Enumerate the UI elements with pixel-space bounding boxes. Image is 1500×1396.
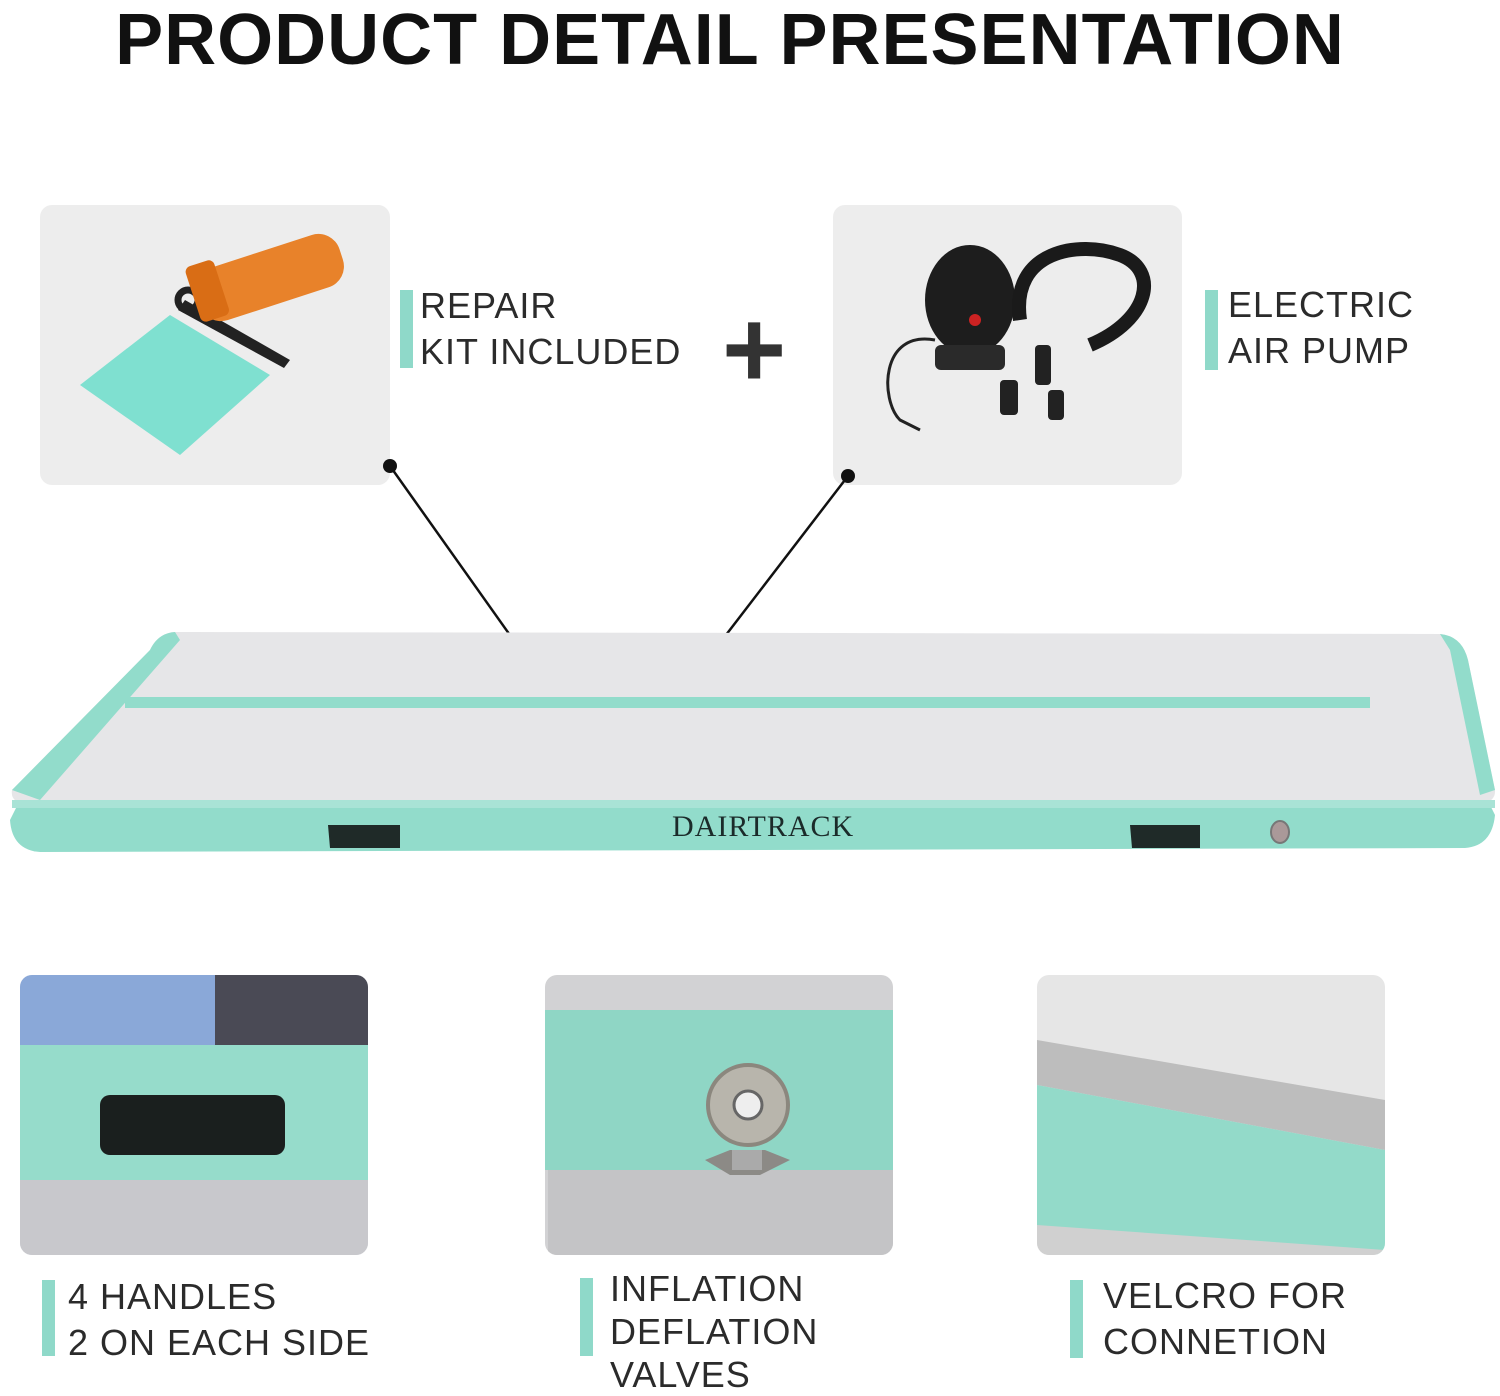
repair-kit-label: REPAIR KIT INCLUDED [420,283,681,375]
air-track-mat-image [10,632,1496,852]
valve-icon [1270,820,1290,844]
electric-pump-image [886,242,1151,432]
accent-bar [580,1278,593,1356]
label-line: VALVES [610,1354,751,1395]
handles-label: 4 HANDLES 2 ON EACH SIDE [68,1274,370,1366]
label-line: KIT INCLUDED [420,331,682,372]
velcro-label: VELCRO FOR CONNETION [1103,1273,1347,1365]
brand-name: DAIRTRACK [672,810,855,843]
air-pump-label: ELECTRIC AIR PUMP [1228,282,1414,374]
label-line: INFLATION [610,1268,805,1309]
label-line: DEFLATION [610,1311,819,1352]
accent-bar [42,1280,55,1356]
accent-bar [400,290,413,368]
accent-bar [1070,1280,1083,1358]
plus-icon: + [722,288,787,411]
handles-closeup-panel [20,975,368,1255]
page-title: PRODUCT DETAIL PRESENTATION [115,0,1345,80]
valves-label: INFLATION DEFLATION VALVES [610,1267,818,1396]
handle-right-icon [1130,825,1200,848]
repair-kit-panel [40,205,390,485]
label-line: REPAIR [420,285,558,326]
label-line: 2 ON EACH SIDE [68,1322,371,1363]
label-line: AIR PUMP [1228,330,1411,371]
handle-left-icon [328,825,400,848]
accent-bar [1205,290,1218,370]
label-line: 4 HANDLES [68,1276,278,1317]
storage-tube-image [185,233,344,322]
label-line: ELECTRIC [1228,284,1415,325]
velcro-closeup-panel [1037,975,1385,1255]
label-line: VELCRO FOR [1103,1275,1348,1316]
label-line: CONNETION [1103,1321,1328,1362]
valves-closeup-panel [545,975,893,1255]
repair-patch-image [80,315,270,455]
air-pump-panel [833,205,1182,485]
